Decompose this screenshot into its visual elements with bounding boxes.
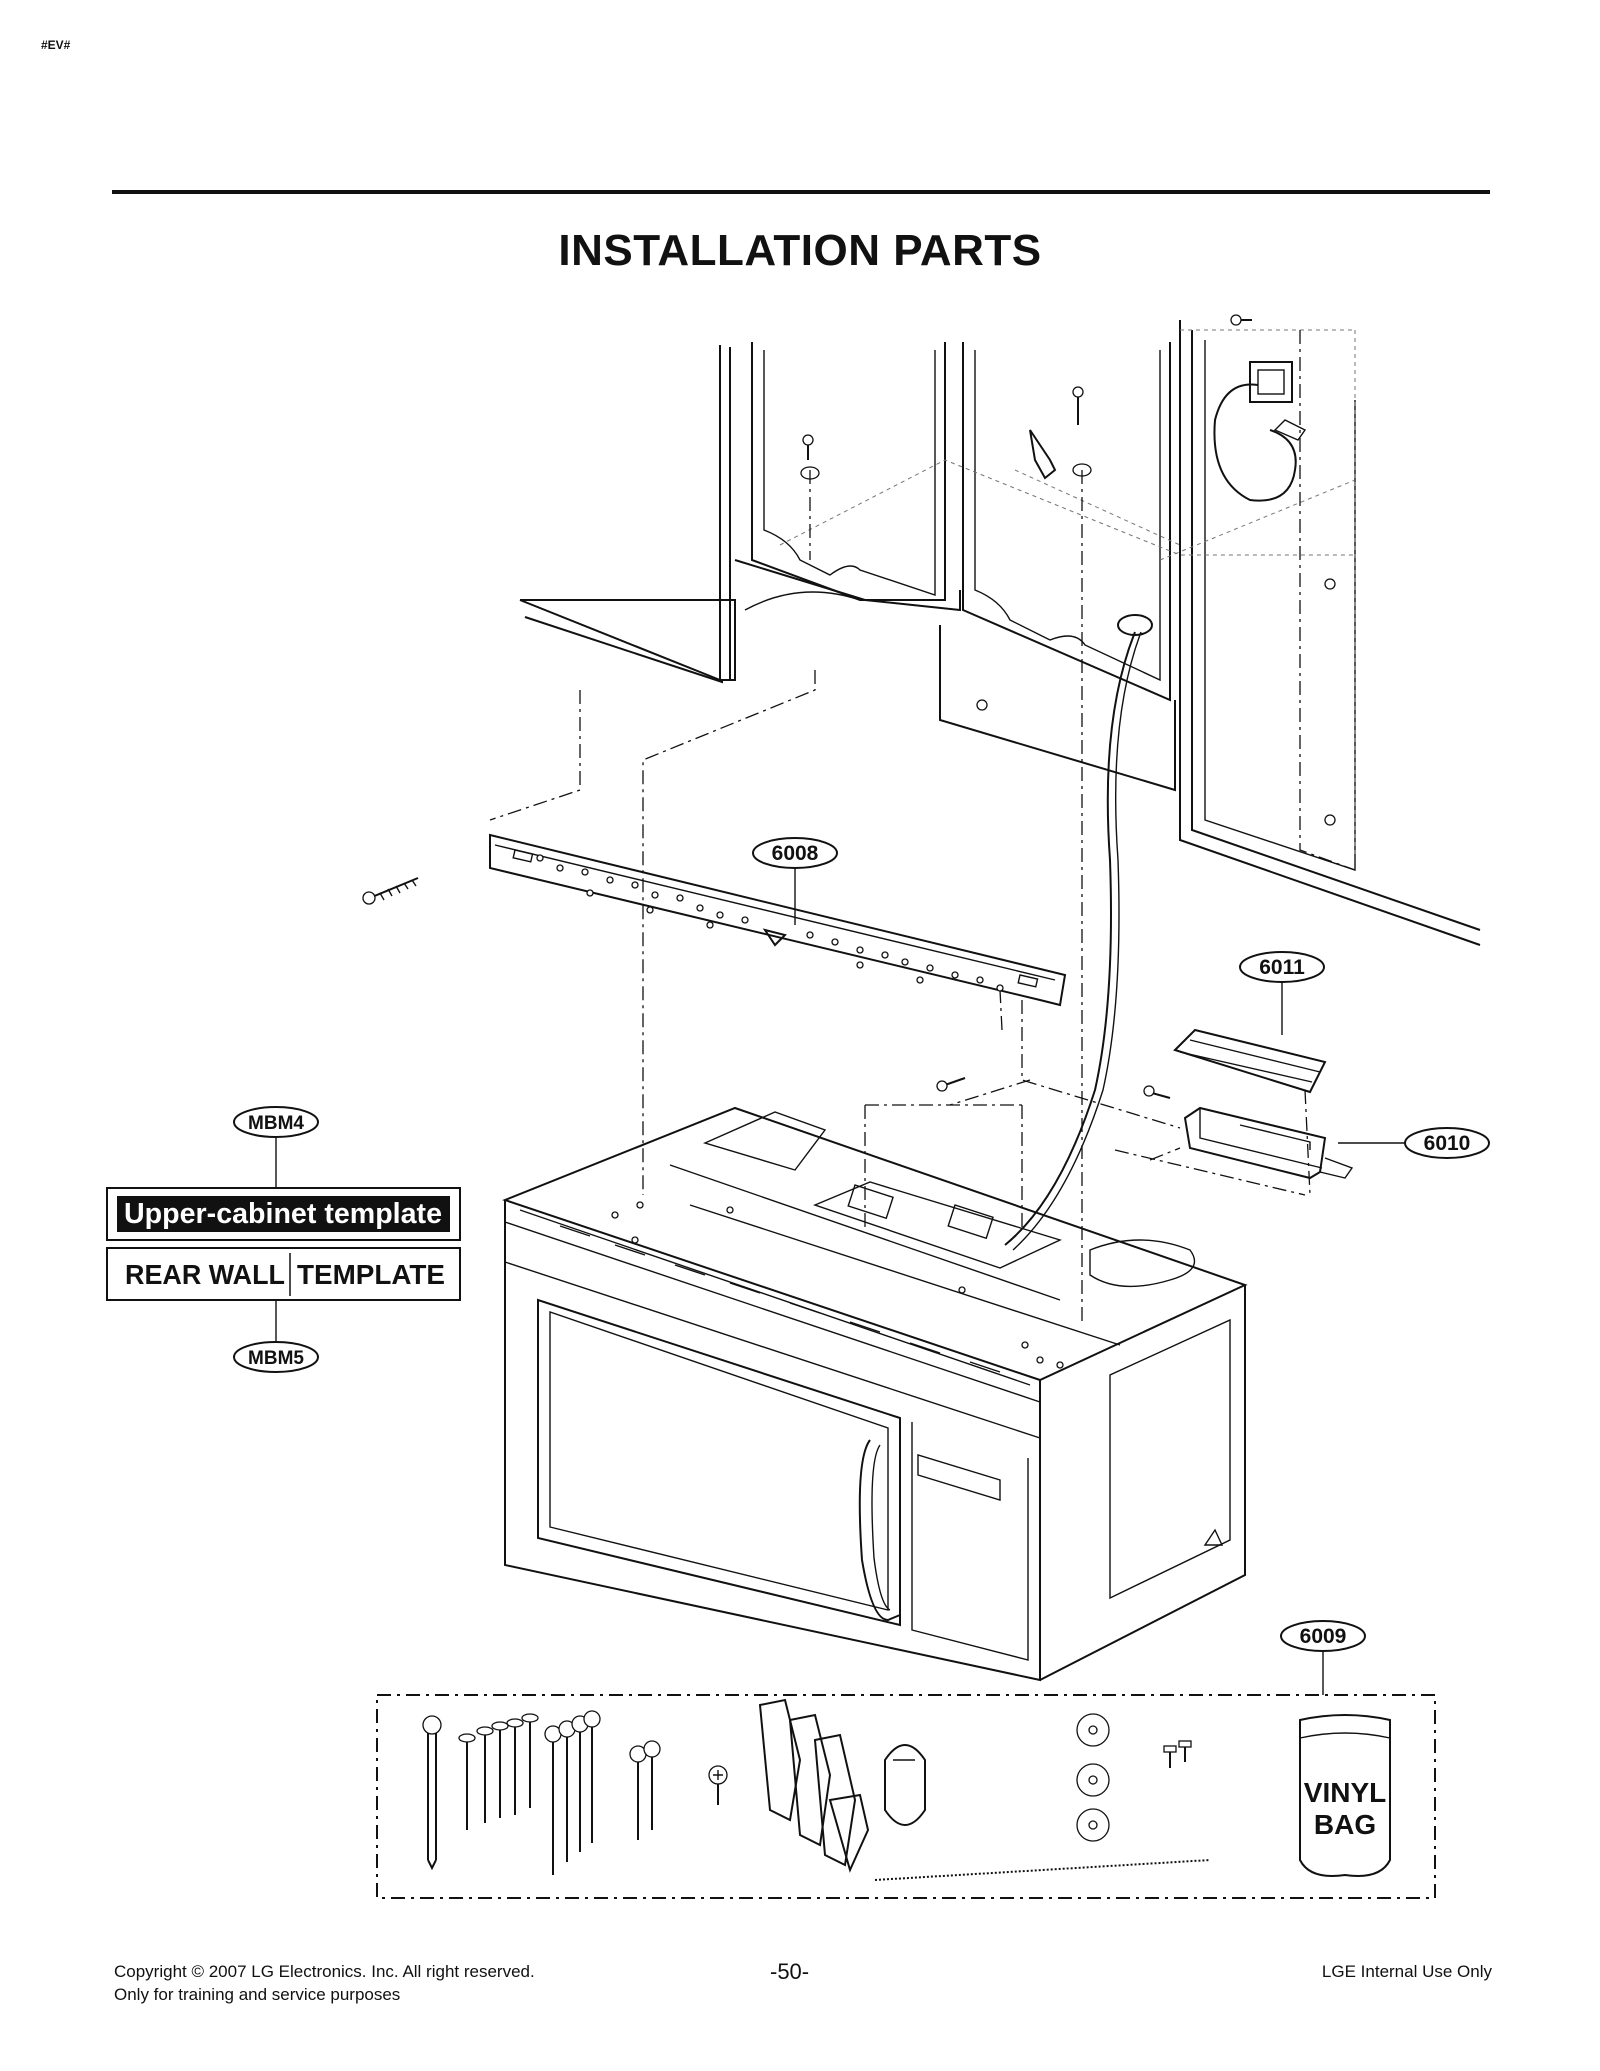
callout-mbm5: MBM5: [248, 1348, 304, 1369]
callout-6010: 6010: [1424, 1132, 1471, 1155]
upper-cabinet: [519, 320, 1481, 946]
installation-kit-6009: [376, 1694, 1436, 1899]
upper-cabinet-template-label: Upper-cabinet template: [124, 1198, 442, 1230]
templates-group: [106, 1187, 461, 1301]
copyright-line-1: Copyright © 2007 LG Electronics. Inc. Al…: [114, 1962, 535, 1981]
header-rule: [112, 190, 1490, 194]
rear-wall-label: REAR WALL: [125, 1259, 285, 1290]
power-cord: [1004, 631, 1136, 1246]
copyright-line-2: Only for training and service purposes: [114, 1985, 401, 2004]
cabinet-screws: [800, 314, 1252, 480]
vinyl-bag-label-line1: VINYL: [1304, 1777, 1386, 1808]
corner-tag: #EV#: [41, 38, 71, 52]
vinyl-bag-label-line2: BAG: [1314, 1809, 1376, 1840]
callout-mbm4: MBM4: [248, 1113, 304, 1134]
callout-ovals: [233, 837, 1490, 1652]
microwave-oven: [502, 1106, 1248, 1682]
callout-6011: 6011: [1259, 956, 1305, 979]
callout-leaders: [275, 865, 1405, 1695]
callout-6008: 6008: [772, 842, 819, 865]
duct-parts: [1143, 1028, 1354, 1180]
cabinet-guide-lines: [779, 329, 1356, 855]
page-number: -50-: [770, 1959, 810, 1984]
mounting-plate-6008: [362, 833, 1067, 1092]
footer-copyright: Copyright © 2007 LG Electronics. Inc. Al…: [114, 1960, 535, 2006]
callout-6009: 6009: [1300, 1625, 1347, 1648]
internal-use-note: LGE Internal Use Only: [1321, 1962, 1492, 1981]
page-title: INSTALLATION PARTS: [558, 226, 1042, 275]
rear-wall-template-label: TEMPLATE: [297, 1259, 445, 1290]
